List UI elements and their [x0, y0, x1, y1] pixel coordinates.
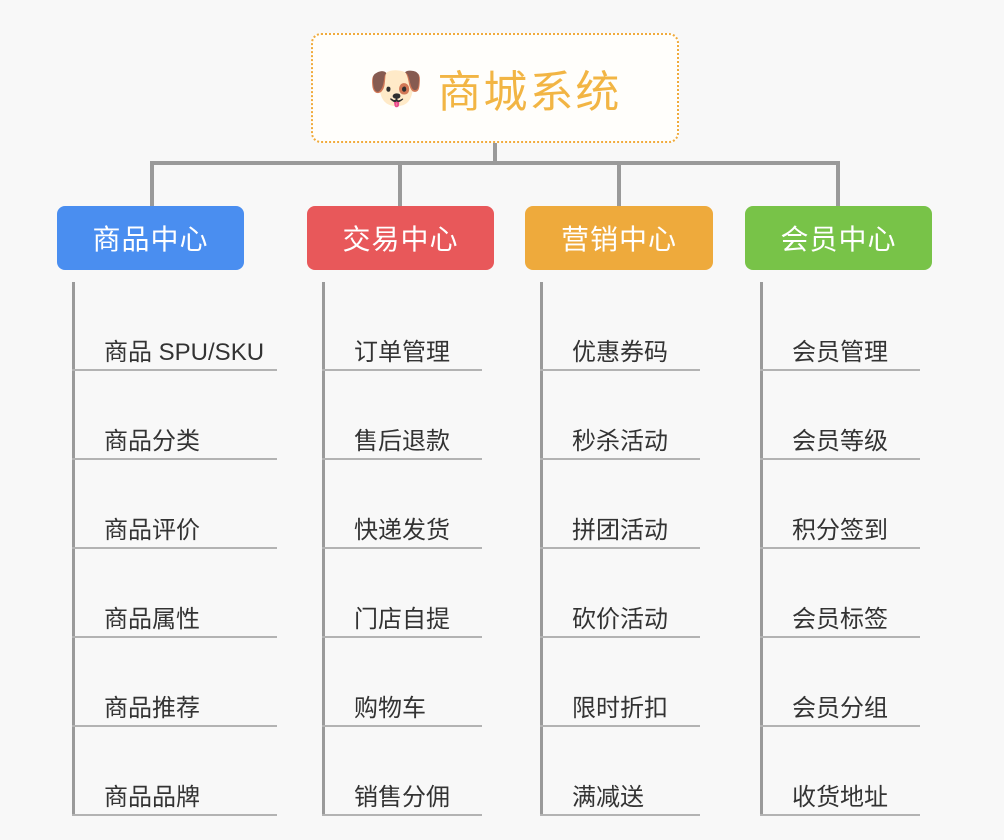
leaf-list-trade-center: 订单管理 售后退款 快递发货 门店自提 购物车 销售分佣	[322, 282, 482, 816]
leaf-label: 优惠券码	[572, 338, 668, 366]
leaf-rail	[540, 282, 543, 816]
leaf-label: 订单管理	[354, 338, 450, 366]
leaf-item[interactable]: 销售分佣	[322, 727, 482, 816]
leaf-label: 会员分组	[792, 694, 888, 722]
category-box-marketing-center[interactable]: 营销中心	[525, 206, 713, 270]
leaf-item[interactable]: 订单管理	[322, 282, 482, 371]
leaf-label: 会员管理	[792, 338, 888, 366]
connector-drop-1	[150, 161, 154, 206]
category-label: 商品中心	[92, 224, 209, 255]
leaf-rail	[760, 282, 763, 816]
leaf-label: 商品推荐	[104, 694, 200, 722]
leaf-item[interactable]: 拼团活动	[540, 460, 700, 549]
connector-drop-3	[617, 161, 621, 206]
leaf-item[interactable]: 商品 SPU/SKU	[72, 282, 277, 371]
leaf-item[interactable]: 售后退款	[322, 371, 482, 460]
leaf-item[interactable]: 商品属性	[72, 549, 277, 638]
leaf-item[interactable]: 优惠券码	[540, 282, 700, 371]
category-label: 交易中心	[342, 224, 459, 255]
category-box-product-center[interactable]: 商品中心	[57, 206, 244, 270]
leaf-label: 限时折扣	[572, 694, 668, 722]
shiba-dog-icon: 🐶	[368, 64, 424, 113]
leaf-label: 售后退款	[354, 427, 450, 455]
category-label: 营销中心	[560, 224, 677, 255]
leaf-list-product-center: 商品 SPU/SKU 商品分类 商品评价 商品属性 商品推荐 商品品牌	[72, 282, 277, 816]
leaf-item[interactable]: 商品评价	[72, 460, 277, 549]
leaf-label: 积分签到	[792, 516, 888, 544]
category-label: 会员中心	[780, 224, 897, 255]
root-title: 商城系统	[437, 68, 622, 117]
connector-drop-2	[398, 161, 402, 206]
leaf-list-member-center: 会员管理 会员等级 积分签到 会员标签 会员分组 收货地址	[760, 282, 920, 816]
leaf-rail	[322, 282, 325, 816]
leaf-label: 商品品牌	[104, 783, 200, 811]
leaf-label: 会员等级	[792, 427, 888, 455]
category-box-trade-center[interactable]: 交易中心	[307, 206, 494, 270]
leaf-item[interactable]: 秒杀活动	[540, 371, 700, 460]
leaf-label: 商品分类	[104, 427, 200, 455]
branch-marketing-center: 营销中心 优惠券码 秒杀活动 拼团活动 砍价活动 限时折扣 满减送	[525, 206, 713, 816]
leaf-item[interactable]: 购物车	[322, 638, 482, 727]
connector-drop-4	[836, 161, 840, 206]
leaf-item[interactable]: 会员等级	[760, 371, 920, 460]
leaf-label: 满减送	[572, 783, 644, 811]
connector-root-stem	[493, 143, 497, 164]
leaf-label: 商品属性	[104, 605, 200, 633]
category-box-member-center[interactable]: 会员中心	[745, 206, 932, 270]
leaf-label: 商品评价	[104, 516, 200, 544]
leaf-label: 会员标签	[792, 605, 888, 633]
leaf-item[interactable]: 会员管理	[760, 282, 920, 371]
leaf-label: 收货地址	[792, 783, 888, 811]
connector-horizontal-bus	[150, 161, 840, 165]
leaf-label: 快递发货	[354, 516, 450, 544]
leaf-label: 拼团活动	[572, 516, 668, 544]
root-node[interactable]: 🐶 商城系统	[311, 33, 679, 143]
leaf-item[interactable]: 商品推荐	[72, 638, 277, 727]
leaf-item[interactable]: 门店自提	[322, 549, 482, 638]
leaf-label: 购物车	[354, 694, 426, 722]
leaf-label: 砍价活动	[572, 605, 668, 633]
leaf-item[interactable]: 限时折扣	[540, 638, 700, 727]
leaf-rail	[72, 282, 75, 816]
leaf-item[interactable]: 砍价活动	[540, 549, 700, 638]
leaf-label: 秒杀活动	[572, 427, 668, 455]
leaf-item[interactable]: 收货地址	[760, 727, 920, 816]
leaf-label: 门店自提	[354, 605, 450, 633]
branch-trade-center: 交易中心 订单管理 售后退款 快递发货 门店自提 购物车 销售分佣	[307, 206, 494, 816]
leaf-label: 商品 SPU/SKU	[104, 338, 265, 366]
branch-product-center: 商品中心 商品 SPU/SKU 商品分类 商品评价 商品属性 商品推荐 商品品牌	[57, 206, 277, 816]
leaf-item[interactable]: 积分签到	[760, 460, 920, 549]
leaf-label: 销售分佣	[354, 783, 450, 811]
leaf-item[interactable]: 快递发货	[322, 460, 482, 549]
leaf-item[interactable]: 商品品牌	[72, 727, 277, 816]
leaf-item[interactable]: 商品分类	[72, 371, 277, 460]
leaf-item[interactable]: 会员分组	[760, 638, 920, 727]
leaf-item[interactable]: 会员标签	[760, 549, 920, 638]
branch-member-center: 会员中心 会员管理 会员等级 积分签到 会员标签 会员分组 收货地址	[745, 206, 932, 816]
leaf-item[interactable]: 满减送	[540, 727, 700, 816]
leaf-list-marketing-center: 优惠券码 秒杀活动 拼团活动 砍价活动 限时折扣 满减送	[540, 282, 700, 816]
